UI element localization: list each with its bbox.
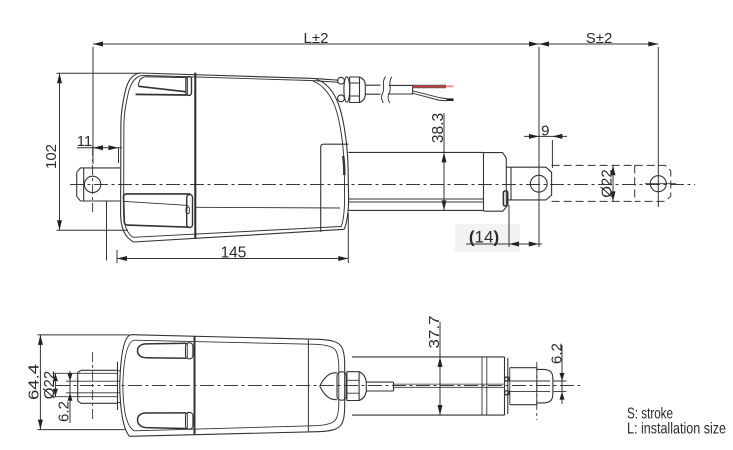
svg-text:Ø22: Ø22: [41, 371, 58, 399]
svg-text:S±2: S±2: [586, 30, 613, 47]
svg-text:L: installation size: L: installation size: [627, 421, 726, 438]
svg-text:6.2: 6.2: [56, 401, 73, 422]
svg-text:145: 145: [221, 244, 247, 261]
svg-text:38.3: 38.3: [430, 113, 447, 143]
svg-text:(14): (14): [469, 228, 499, 247]
svg-text:S: stroke: S: stroke: [627, 406, 673, 423]
svg-text:6.2: 6.2: [549, 343, 566, 364]
svg-text:11: 11: [77, 133, 93, 150]
svg-text:102: 102: [43, 144, 60, 169]
svg-text:9: 9: [541, 122, 549, 139]
svg-text:Ø22: Ø22: [599, 169, 616, 197]
svg-text:64.4: 64.4: [26, 364, 43, 400]
svg-text:37.7: 37.7: [426, 316, 443, 349]
svg-text:L±2: L±2: [304, 30, 329, 47]
